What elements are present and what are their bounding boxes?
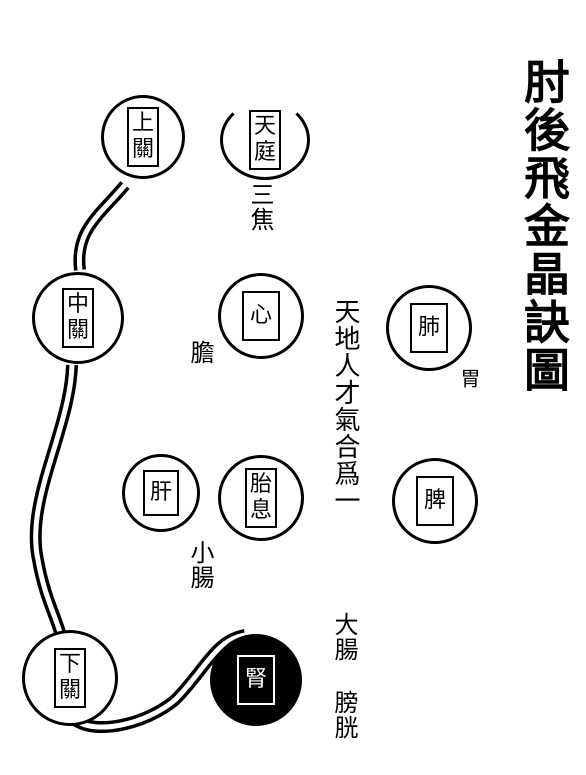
label-center: 天地人才氣合爲一 bbox=[330, 298, 360, 514]
node-zhongguan-char-1: 中 bbox=[66, 292, 89, 317]
channel-middle-inner bbox=[33, 364, 75, 641]
node-fei: 肺 bbox=[386, 285, 472, 371]
node-gan-char-1: 肝 bbox=[149, 480, 172, 505]
label-dachang: 大腸 bbox=[330, 612, 358, 662]
node-xiaguan-char-1: 下 bbox=[58, 652, 81, 677]
label-dan: 膽 bbox=[186, 340, 214, 365]
channel-upper-inner bbox=[76, 183, 127, 271]
node-xin-char-1: 心 bbox=[249, 303, 272, 328]
node-tianting-char-2: 庭 bbox=[253, 140, 276, 165]
node-shangguan-label: 上 關 bbox=[126, 107, 159, 167]
label-wei: 胃 bbox=[457, 368, 481, 389]
label-sanjiao: 三焦 bbox=[246, 182, 274, 232]
node-shangguan: 上 關 bbox=[101, 95, 185, 179]
label-pangguang: 膀胱 bbox=[330, 690, 358, 740]
node-xiaguan: 下 關 bbox=[22, 630, 118, 726]
node-xin-label: 心 bbox=[241, 291, 280, 341]
node-pi-char-1: 脾 bbox=[423, 488, 446, 513]
node-shangguan-char-2: 關 bbox=[131, 137, 154, 162]
node-taixi-char-1: 胎 bbox=[249, 472, 272, 497]
node-xiaguan-char-2: 關 bbox=[58, 678, 81, 703]
node-zhongguan-char-2: 關 bbox=[66, 318, 89, 343]
node-tianting: 天 庭 bbox=[220, 100, 310, 180]
label-xiaochang: 小腸 bbox=[186, 540, 214, 590]
node-shen-char-1: 腎 bbox=[244, 667, 267, 692]
node-gan-label: 肝 bbox=[142, 470, 179, 516]
node-tianting-label: 天 庭 bbox=[248, 110, 281, 170]
node-taixi: 胎 息 bbox=[218, 455, 304, 541]
node-zhongguan: 中 關 bbox=[32, 272, 124, 364]
node-taixi-char-2: 息 bbox=[249, 498, 272, 523]
node-pi: 脾 bbox=[392, 458, 478, 544]
channel-lower-inner bbox=[73, 632, 246, 730]
diagram-title: 肘後飛金晶訣圖 bbox=[517, 58, 571, 394]
node-xin: 心 bbox=[218, 273, 304, 359]
node-shangguan-char-1: 上 bbox=[131, 111, 154, 136]
node-shen: 腎 bbox=[210, 634, 302, 726]
node-tianting-char-1: 天 bbox=[253, 114, 276, 139]
node-taixi-label: 胎 息 bbox=[244, 468, 277, 528]
node-zhongguan-label: 中 關 bbox=[61, 288, 94, 348]
node-fei-label: 肺 bbox=[409, 303, 448, 353]
node-shen-label: 腎 bbox=[236, 655, 275, 705]
node-xiaguan-label: 下 關 bbox=[53, 648, 86, 708]
node-pi-label: 脾 bbox=[415, 476, 454, 526]
node-gan: 肝 bbox=[122, 454, 200, 532]
node-fei-char-1: 肺 bbox=[417, 315, 440, 340]
